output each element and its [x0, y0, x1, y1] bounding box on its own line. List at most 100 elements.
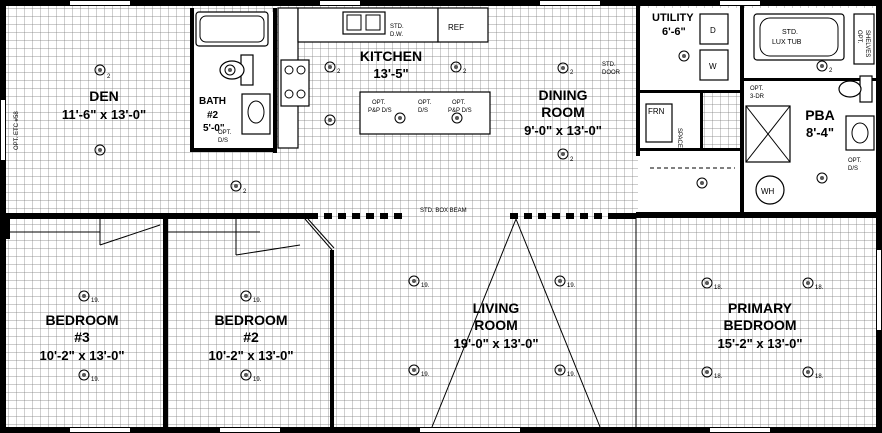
- svg-text:STD.: STD.: [602, 62, 616, 68]
- light-bath2: [224, 64, 236, 76]
- svg-text:OPT.: OPT.: [372, 100, 386, 106]
- svg-text:6'-6": 6'-6": [662, 26, 686, 38]
- washer: W: [699, 49, 729, 81]
- light-island-1: [394, 112, 406, 124]
- frn-label: FRN: [648, 107, 665, 116]
- light-living-4: [554, 364, 566, 376]
- room-label-dining: DINING ROOM 9'-0" x 13'-0": [524, 87, 602, 138]
- svg-text:LIVING: LIVING: [473, 300, 520, 316]
- room-label-utility: UTILITY 6'-6": [652, 12, 694, 38]
- light-bed2-2: [240, 369, 252, 381]
- refrigerator: REF: [437, 7, 489, 43]
- light-primary-3: [701, 366, 713, 378]
- room-label-den: DEN 11'-6" x 13'-0": [62, 88, 146, 122]
- svg-text:15'-2" x 13'-0": 15'-2" x 13'-0": [717, 336, 802, 351]
- svg-text:BEDROOM: BEDROOM: [214, 312, 287, 328]
- svg-text:5'-0": 5'-0": [203, 123, 225, 134]
- svg-text:9'-0" x 13'-0": 9'-0" x 13'-0": [524, 123, 602, 138]
- light-living-3: [408, 364, 420, 376]
- light-num: 19.: [253, 298, 262, 304]
- svg-text:OPT.: OPT.: [218, 130, 232, 136]
- svg-text:D.W.: D.W.: [390, 32, 403, 38]
- opt-etc-label: OPT. ETC #58: [14, 111, 20, 150]
- pba-toilet: [838, 75, 873, 103]
- light-num: 2: [463, 69, 467, 75]
- svg-text:STD.: STD.: [782, 29, 798, 36]
- light-dining-1: [557, 62, 569, 74]
- light-den-3: [230, 180, 242, 192]
- light-living-1: [408, 275, 420, 287]
- light-num: 2: [570, 70, 574, 76]
- bath2-tub: [195, 11, 269, 47]
- room-label-living: LIVING ROOM 19'-0" x 13'-0": [453, 300, 538, 351]
- svg-text:#3: #3: [74, 329, 90, 345]
- light-den-2: [94, 144, 106, 156]
- light-kitchen-1: [324, 61, 336, 73]
- light-num: 19.: [421, 372, 430, 378]
- room-label-primary: PRIMARY BEDROOM 15'-2" x 13'-0": [717, 300, 802, 351]
- svg-text:ROOM: ROOM: [474, 317, 518, 333]
- light-pba-2: [816, 172, 828, 184]
- room-label-bedroom2: BEDROOM #2 10'-2" x 13'-0": [208, 312, 293, 363]
- interior-walls: [6, 6, 876, 427]
- svg-text:P&P D/S: P&P D/S: [448, 108, 472, 114]
- std-door-label: STD. DOOR: [602, 62, 621, 76]
- light-bed3-1: [78, 290, 90, 302]
- svg-text:P&P D/S: P&P D/S: [368, 108, 392, 114]
- svg-text:D/S: D/S: [848, 166, 858, 172]
- light-num: 2: [107, 74, 111, 80]
- svg-text:LUX TUB: LUX TUB: [772, 39, 802, 46]
- svg-text:STD.: STD.: [390, 24, 404, 30]
- water-heater: WH: [755, 175, 785, 205]
- stove: [280, 59, 310, 107]
- light-bed3-2: [78, 369, 90, 381]
- svg-text:OPT.: OPT.: [750, 86, 764, 92]
- light-primary-1: [701, 277, 713, 289]
- light-num: 2: [570, 157, 574, 163]
- svg-text:UTILITY: UTILITY: [652, 12, 694, 24]
- light-num: 2: [829, 68, 833, 74]
- light-num: 2: [337, 69, 341, 75]
- light-num: 18.: [815, 285, 824, 291]
- light-den-1: [94, 64, 106, 76]
- svg-text:OPT.: OPT.: [452, 100, 466, 106]
- light-num: 18.: [815, 374, 824, 380]
- light-num: 19.: [421, 283, 430, 289]
- svg-text:3-DR: 3-DR: [750, 94, 765, 100]
- light-bed2-1: [240, 290, 252, 302]
- svg-text:DEN: DEN: [89, 88, 119, 104]
- svg-text:DINING: DINING: [539, 87, 588, 103]
- svg-text:8'-4": 8'-4": [806, 125, 834, 140]
- light-num: 19.: [253, 377, 262, 383]
- washer-label: W: [709, 62, 717, 71]
- svg-text:BATH: BATH: [199, 96, 226, 107]
- svg-text:19'-0" x 13'-0": 19'-0" x 13'-0": [453, 336, 538, 351]
- light-num: 19.: [567, 372, 576, 378]
- light-num: 18.: [714, 374, 723, 380]
- light-num: 18.: [714, 285, 723, 291]
- svg-text:SHELVES: SHELVES: [864, 30, 870, 57]
- light-num: 2: [243, 189, 247, 195]
- light-utility: [678, 50, 690, 62]
- dryer: D: [699, 13, 729, 45]
- box-beam-label: STD. BOX BEAM: [420, 208, 467, 214]
- living-sight-lines: [431, 218, 601, 428]
- light-num: 19.: [91, 377, 100, 383]
- svg-text:#2: #2: [207, 110, 219, 121]
- svg-text:PBA: PBA: [805, 107, 835, 123]
- room-label-bedroom3: BEDROOM #3 10'-2" x 13'-0": [39, 312, 124, 363]
- dryer-label: D: [710, 26, 716, 35]
- pba-opt-ds-label: OPT. D/S: [848, 158, 862, 172]
- svg-text:BEDROOM: BEDROOM: [723, 317, 796, 333]
- closet-area: [638, 150, 743, 214]
- bath2-vanity: [241, 93, 271, 135]
- light-pba-1: [816, 60, 828, 72]
- wh-label: WH: [761, 187, 775, 196]
- svg-text:PRIMARY: PRIMARY: [728, 300, 793, 316]
- shower: [745, 105, 791, 163]
- room-label-bath2: BATH #2 5'-0": [199, 96, 226, 134]
- lux-tub: STD. LUX TUB: [753, 13, 845, 61]
- light-primary-4: [802, 366, 814, 378]
- room-label-pba: PBA 8'-4": [805, 107, 835, 140]
